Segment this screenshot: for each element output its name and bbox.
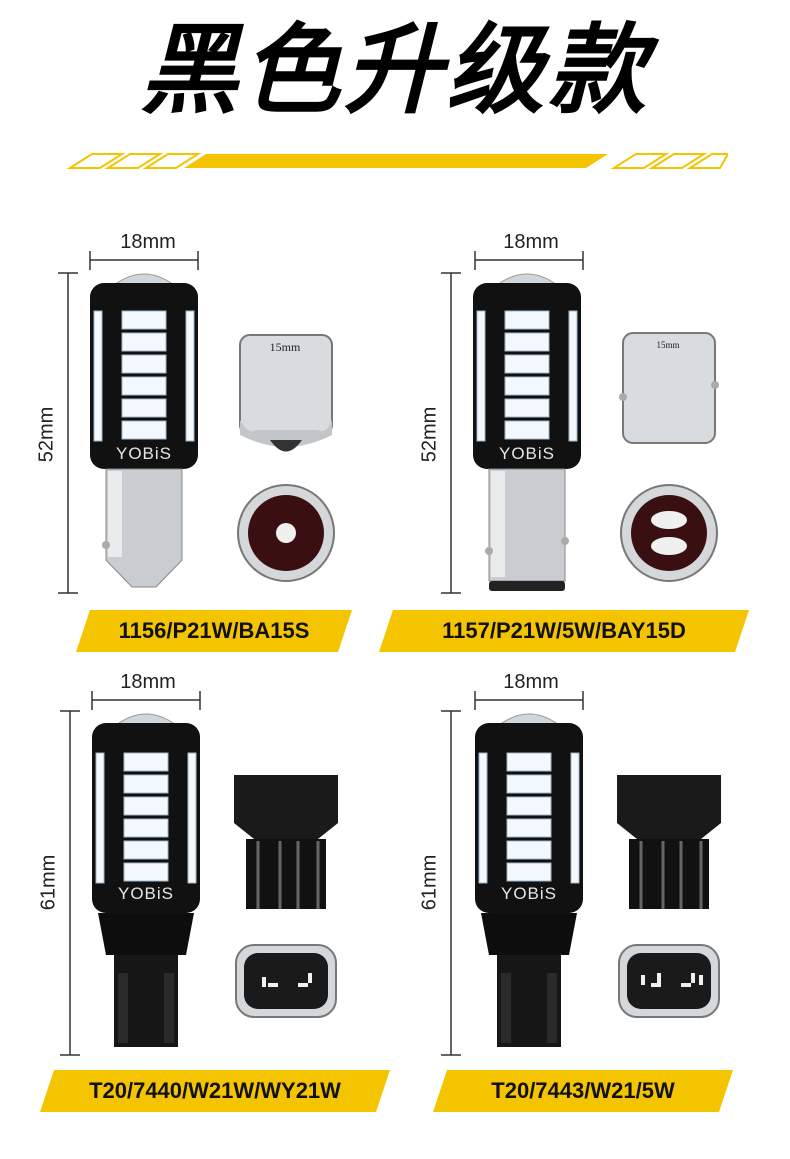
width-label: 18mm: [120, 671, 176, 693]
model-label: T20/7440/W21W/WY21W: [89, 1078, 341, 1103]
model-banner: T20/7440/W21W/WY21W: [40, 1070, 390, 1112]
height-label: 52mm: [35, 406, 58, 463]
product-panel-1156: 18mm YOBiS: [18, 215, 398, 685]
bulb-7443-drawing: YOBiS: [441, 691, 721, 1056]
height-label: 61mm: [418, 854, 441, 911]
model-banner: 1156/P21W/BA15S: [76, 610, 352, 652]
product-panel-1157: 18mm YOBiS 15mm 5: [379, 215, 785, 685]
brand-logo: YOBiS: [116, 444, 172, 463]
model-label: T20/7443/W21/5W: [491, 1078, 675, 1103]
width-label: 18mm: [503, 231, 559, 253]
brand-logo: YOBiS: [501, 884, 557, 903]
page-title: 黑色升级款: [139, 14, 650, 128]
product-panel-7443: 18mm YOBiS: [405, 655, 785, 1125]
model-banner: T20/7443/W21/5W: [433, 1070, 733, 1112]
brand-logo: YOBiS: [499, 444, 555, 463]
width-label: 18mm: [120, 231, 176, 253]
base-label: 15mm: [656, 340, 680, 350]
brand-logo: YOBiS: [118, 884, 174, 903]
width-label: 18mm: [503, 671, 559, 693]
height-label: 52mm: [418, 406, 441, 463]
product-panel-7440: 18mm YOBiS: [18, 655, 398, 1125]
bulb-1157-drawing: YOBiS: [441, 251, 719, 594]
led-strip: [93, 310, 195, 442]
model-label: 1156/P21W/BA15S: [118, 618, 310, 643]
model-banner: 1157/P21W/5W/BAY15D: [379, 610, 749, 652]
decorative-stripe: [66, 153, 728, 169]
height-label: 61mm: [37, 854, 60, 911]
bulb-1156-drawing: YOBiS: [58, 251, 335, 594]
base-label: 15mm: [269, 340, 301, 354]
model-label: 1157/P21W/5W/BAY15D: [442, 618, 686, 643]
bulb-7440-drawing: YOBiS: [60, 691, 338, 1056]
